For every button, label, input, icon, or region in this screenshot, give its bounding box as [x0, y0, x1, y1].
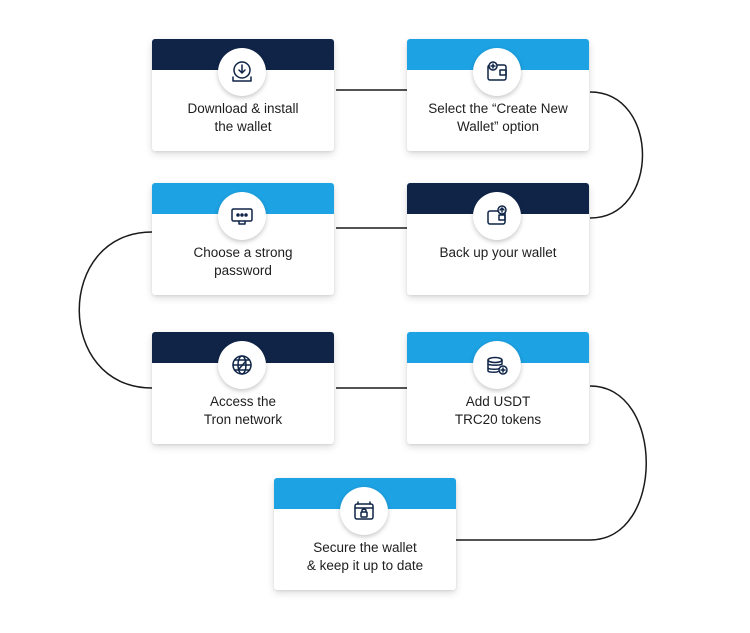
step-card-tron-network: Access the Tron network — [152, 332, 334, 444]
network-globe-icon — [218, 341, 266, 389]
connector-2-4 — [589, 91, 644, 219]
step-label: Back up your wallet — [439, 245, 557, 260]
step-label: Select the “Create New Wallet” option — [428, 101, 568, 134]
wallet-backup-icon — [473, 192, 521, 240]
download-icon — [218, 48, 266, 96]
step-label: Access the Tron network — [203, 394, 283, 427]
step-label: Add USDT TRC20 tokens — [454, 394, 542, 427]
coins-add-icon — [473, 341, 521, 389]
connector-6-7 — [456, 385, 647, 541]
step-label: Choose a strong password — [193, 245, 293, 278]
step-card-secure-wallet: Secure the wallet & keep it up to date — [274, 478, 456, 590]
step-card-create-wallet: Select the “Create New Wallet” option — [407, 39, 589, 151]
step-label: Secure the wallet & keep it up to date — [306, 540, 424, 573]
password-icon — [218, 192, 266, 240]
step-label: Download & install the wallet — [187, 101, 299, 134]
step-card-password: Choose a strong password — [152, 183, 334, 295]
secure-wallet-icon — [340, 487, 388, 535]
step-card-backup: Back up your wallet — [407, 183, 589, 295]
connector-3-5 — [78, 231, 153, 389]
step-card-download: Download & install the wallet — [152, 39, 334, 151]
wallet-add-icon — [473, 48, 521, 96]
step-card-add-tokens: Add USDT TRC20 tokens — [407, 332, 589, 444]
